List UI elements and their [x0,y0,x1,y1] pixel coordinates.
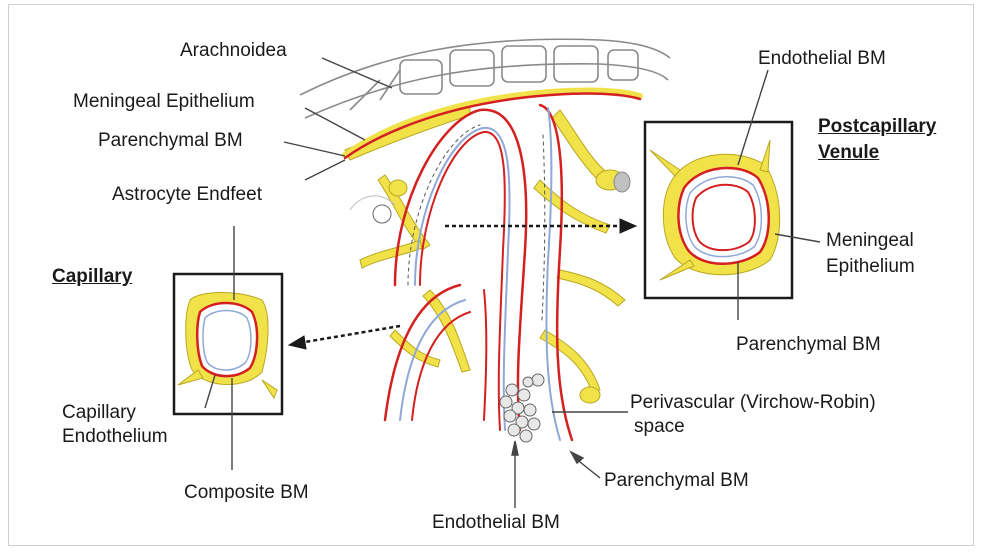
label-endothelial-bm-bottom: Endothelial BM [432,512,560,534]
label-perivascular-2: space [634,416,685,438]
cell-outline [373,205,391,223]
main-vessel [395,105,572,440]
label-endothelial-bm-top: Endothelial BM [758,48,886,70]
meningeal-surface-layers [345,91,640,158]
perivascular-space [500,374,544,442]
heading-postcapillary-1: Postcapillary [818,116,936,138]
astrocyte-nucleus [614,172,630,192]
label-parenchymal-bm-right: Parenchymal BM [736,334,881,356]
label-perivascular-1: Perivascular (Virchow-Robin) [630,392,876,414]
label-capillary-endothelium-2: Endothelium [62,426,168,448]
label-arachnoidea: Arachnoidea [180,40,287,62]
heading-capillary: Capillary [52,266,132,288]
label-meningeal-epi-right-1: Meningeal [826,230,914,252]
label-composite-bm: Composite BM [184,482,309,504]
astrocyte-network [345,105,625,403]
label-capillary-endothelium-1: Capillary [62,402,136,424]
capillary-inset [174,274,282,414]
label-meningeal-epithelium: Meningeal Epithelium [73,91,255,113]
heading-postcapillary-2: Venule [818,142,879,164]
label-parenchymal-bm-top: Parenchymal BM [98,130,243,152]
arachnoid-cells [300,39,670,118]
label-meningeal-epi-right-2: Epithelium [826,256,915,278]
label-parenchymal-bm-bottom: Parenchymal BM [604,470,749,492]
label-astrocyte-endfeet: Astrocyte Endfeet [112,184,262,206]
venule-inset [645,122,792,298]
